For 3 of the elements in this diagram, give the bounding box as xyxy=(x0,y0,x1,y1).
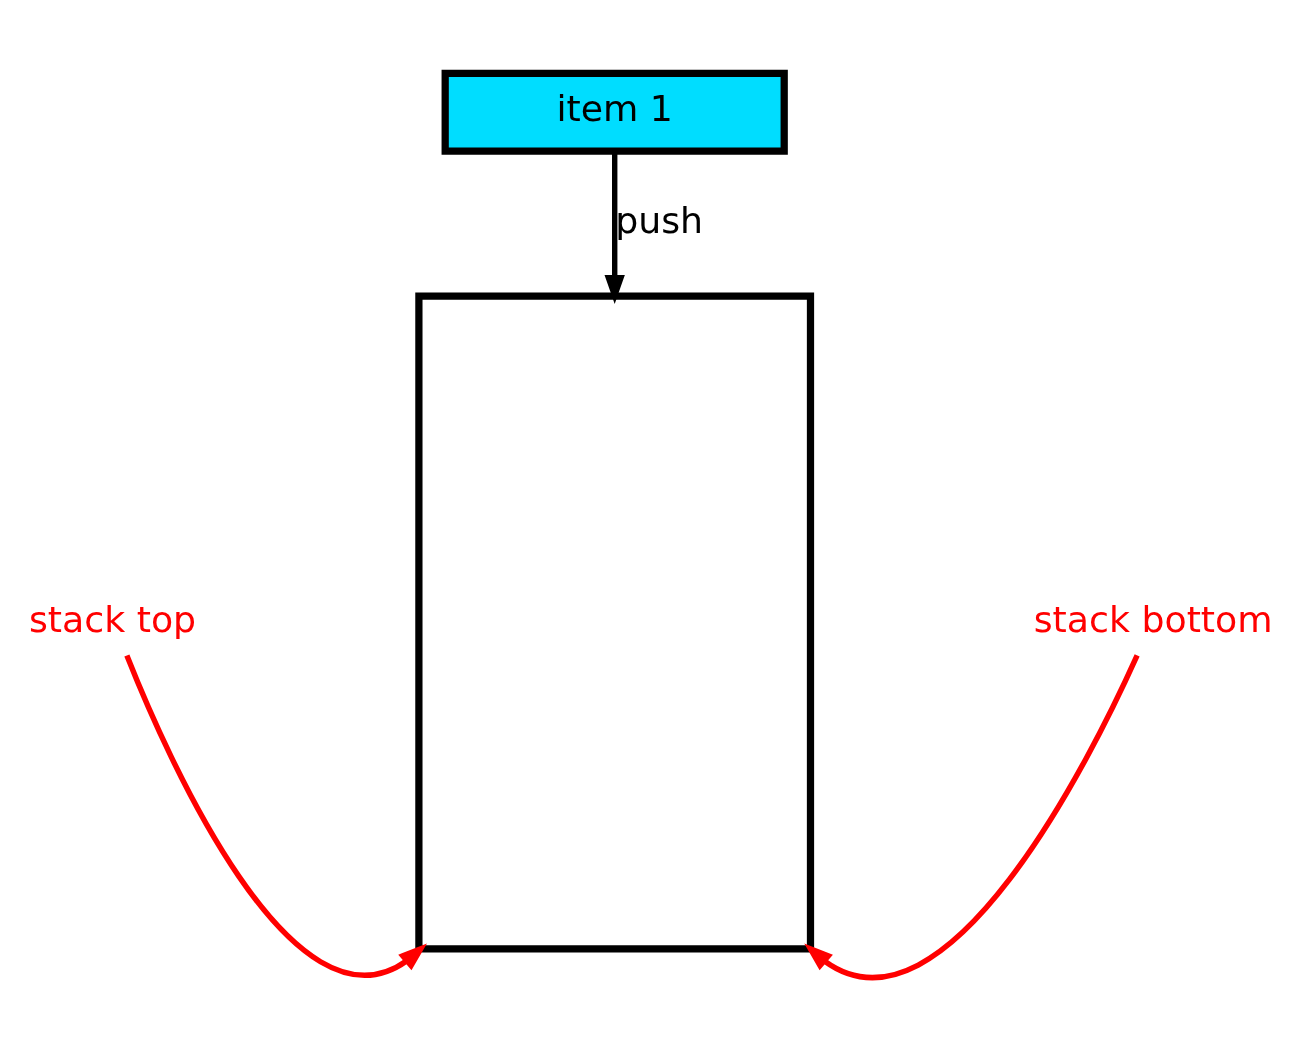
node-text: stack top xyxy=(28,597,197,641)
node-text: stack bottom xyxy=(1033,597,1273,641)
edge-label: push xyxy=(615,198,704,242)
